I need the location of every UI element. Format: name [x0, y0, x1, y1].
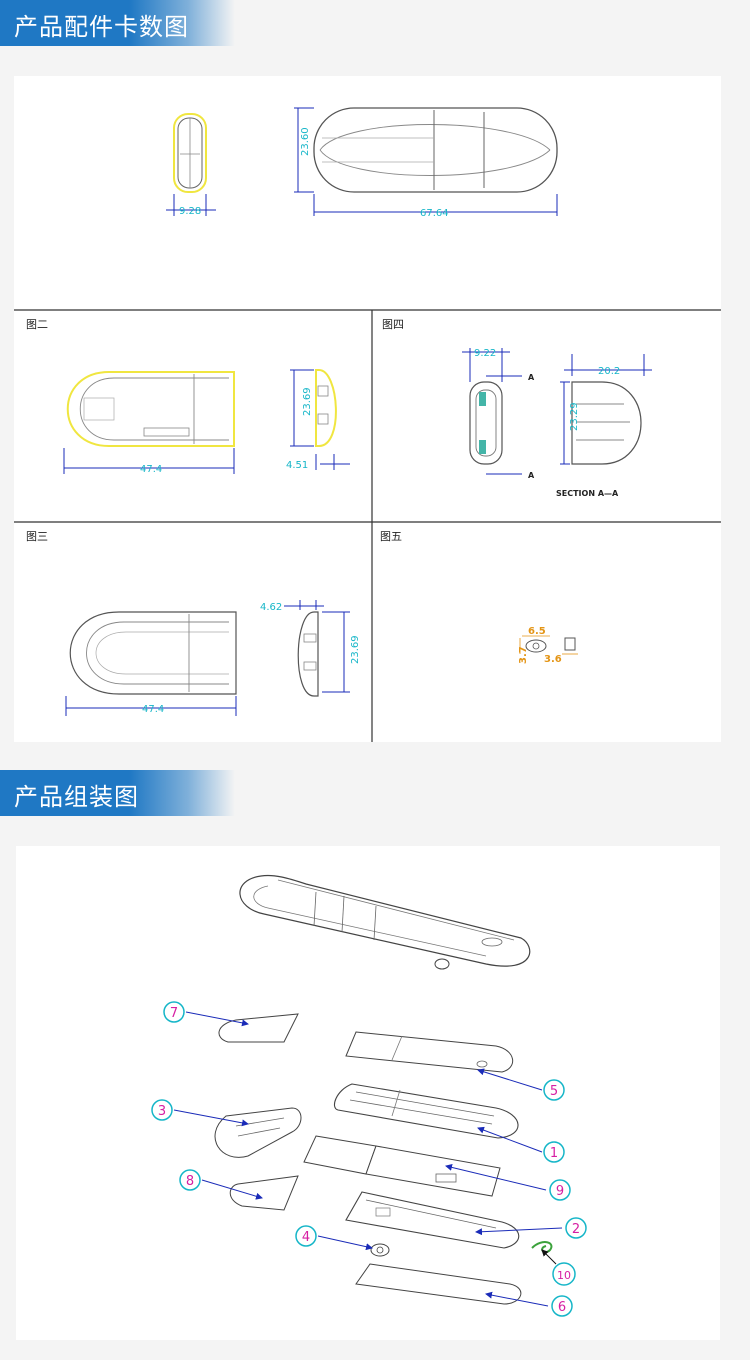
callout-6: 6 [551, 1295, 573, 1317]
part-2 [345, 1191, 520, 1249]
svg-text:1: 1 [550, 1146, 558, 1161]
section-label: SECTION A—A [556, 489, 619, 498]
svg-text:10: 10 [557, 1269, 571, 1282]
fig2-body-view [63, 371, 235, 474]
part-7 [218, 1013, 299, 1043]
dim-fig5-d: 3.6 [544, 654, 562, 665]
assembled-drive [239, 874, 531, 970]
top-side-view [166, 113, 216, 216]
assembly-panel: 7 5 3 1 8 9 4 2 10 6 [16, 846, 720, 1340]
fig3-side-view [284, 600, 350, 697]
dim-fig3-height: 23.69 [350, 635, 361, 664]
part-1 [334, 1083, 519, 1139]
part-9 [303, 1135, 501, 1197]
svg-text:9: 9 [556, 1184, 564, 1199]
callout-10: 10 [552, 1262, 576, 1286]
dim-top-length: 67.64 [420, 208, 449, 219]
dim-top-width: 9.28 [179, 206, 201, 217]
dim-fig3-depth: 4.62 [260, 602, 282, 613]
svg-text:6: 6 [558, 1300, 566, 1315]
part-5 [345, 1031, 513, 1073]
dim-fig4-height: 23.29 [569, 402, 580, 431]
leader-lines [173, 1011, 563, 1307]
callout-9: 9 [549, 1179, 571, 1201]
fig4-section-view [462, 348, 522, 475]
assembly-svg: 7 5 3 1 8 9 4 2 10 6 [151, 874, 587, 1317]
section-mark-a-bottom: A [528, 471, 535, 480]
svg-text:8: 8 [186, 1174, 194, 1189]
callout-5: 5 [543, 1079, 565, 1101]
section-mark-a-top: A [528, 373, 535, 382]
dim-fig4-depth: 20.2 [598, 366, 620, 377]
drawings-panel: 9.28 23.60 67.64 [14, 76, 721, 742]
dim-top-height: 23.60 [300, 127, 311, 156]
callout-2: 2 [565, 1217, 587, 1239]
callout-7: 7 [163, 1001, 185, 1023]
section-title-parts: 产品配件卡数图 [14, 13, 189, 41]
fig2-side-view [290, 369, 350, 470]
callout-8: 8 [179, 1169, 201, 1191]
section-title-assembly: 产品组装图 [14, 783, 139, 811]
dim-fig4-width: 9.22 [474, 348, 496, 359]
dim-fig3-length: 47.4 [142, 704, 164, 715]
part-10 [531, 1241, 553, 1254]
dim-fig2-length: 47.4 [140, 464, 162, 475]
part-6 [355, 1263, 522, 1305]
svg-text:3: 3 [158, 1104, 166, 1119]
svg-text:7: 7 [170, 1006, 178, 1021]
part-8 [229, 1175, 299, 1211]
fig3-body-view [65, 611, 237, 716]
fig5-part-view [519, 635, 578, 655]
callout-3: 3 [151, 1099, 173, 1121]
part-4 [370, 1243, 390, 1257]
dim-fig5-w: 6.5 [528, 626, 546, 637]
dim-fig2-depth: 4.51 [286, 460, 308, 471]
callout-1: 1 [543, 1141, 565, 1163]
svg-text:2: 2 [572, 1222, 580, 1237]
section-banner-parts: 产品配件卡数图 [0, 0, 235, 46]
section-banner-assembly: 产品组装图 [0, 770, 235, 816]
view-label-fig5: 图五 [380, 530, 402, 543]
top-main-view [294, 107, 558, 216]
callout-4: 4 [295, 1225, 317, 1247]
fig4-profile-view [560, 354, 652, 465]
svg-text:5: 5 [550, 1084, 558, 1099]
dim-fig5-h: 3.7 [518, 646, 529, 664]
drawings-svg: 9.28 23.60 67.64 [14, 107, 721, 742]
svg-text:4: 4 [302, 1230, 310, 1245]
view-label-fig4: 图四 [382, 318, 404, 331]
view-label-fig2: 图二 [26, 318, 48, 331]
view-label-fig3: 图三 [26, 530, 48, 543]
dim-fig2-height: 23.69 [302, 387, 313, 416]
part-3 [214, 1107, 302, 1158]
